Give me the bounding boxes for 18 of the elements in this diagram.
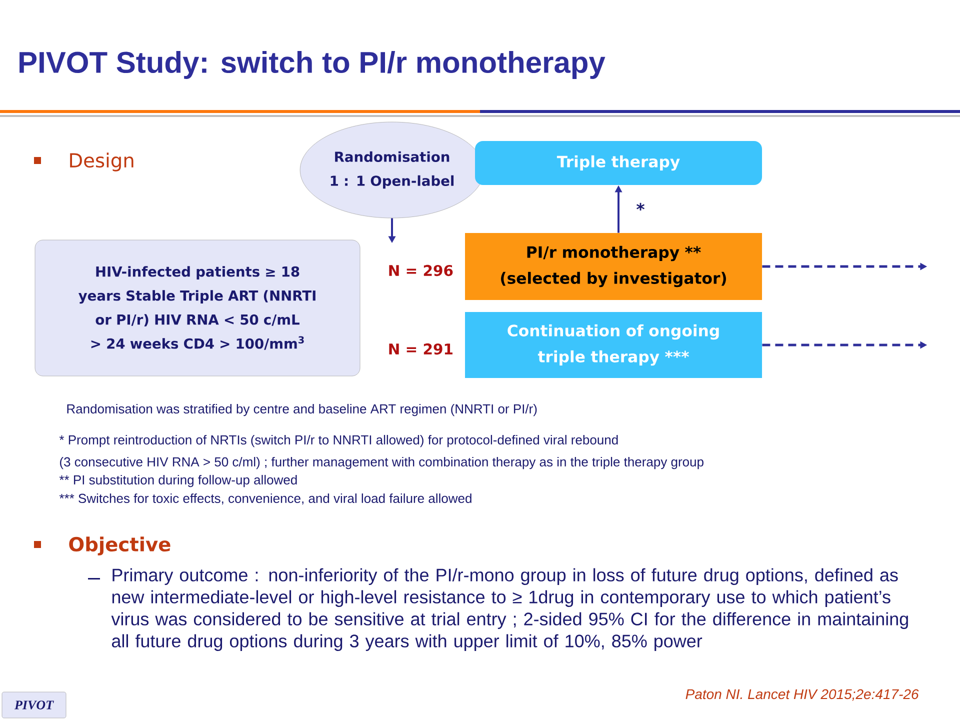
group-size: N = 291 bbox=[389, 343, 452, 355]
footnote: * Prompt reintroduction of NRTIs (switch PI/r to NNRTI allowed) for protocol-defined viral rebound bbox=[59, 434, 618, 448]
edge-label: * bbox=[636, 202, 644, 211]
heading: Objective bbox=[69, 536, 170, 556]
eligibility-box: HIV-infected patients ≥ 18 years Stable Triple ART (NNRTI or PI/r) HIV RNA < 50 c/mL > 24 weeks CD4 > 100/mm$^{3}$ bbox=[34, 240, 360, 376]
treatment-box: PI/r monotherapy ** (selected by investigator) bbox=[465, 233, 762, 300]
badge: PIVOT bbox=[2, 692, 66, 718]
treatment-box: Continuation of ongoing triple therapy *** bbox=[465, 312, 762, 378]
footnote: (3 consecutive HIV RNA > 50 c/ml) ; further management with combination therapy as in the triple therapy group bbox=[60, 456, 704, 470]
citation: Paton NI. Lancet HIV 2015;2e:417-26 bbox=[686, 689, 919, 701]
group-size: N = 296 bbox=[389, 264, 453, 276]
paragraph: Primary outcome : non-inferiority of the PI/r-mono group in loss of future drug options, defined as new intermediate-level or high-level resistance to ≥ 1drug in contemporary use to which patient’s virus was considered to be sensitive at trial entry ; 2-sided 95% CI for the difference in maintaining all future drug options during 3 years with upper limit of 10%, 85% power bbox=[111, 568, 908, 651]
footnote: *** Switches for toxic effects, convenience, and viral load failure allowed bbox=[59, 493, 472, 505]
footnote: ** PI substitution during follow-up allowed bbox=[59, 474, 297, 488]
treatment-box: Triple therapy bbox=[475, 141, 762, 185]
title: PIVOT Study: switch to PI/r monotherapy bbox=[20, 51, 606, 79]
note: Randomisation was stratified by centre and baseline ART regimen (NNRTI or PI/r) bbox=[67, 404, 537, 416]
heading: Design bbox=[70, 152, 134, 172]
